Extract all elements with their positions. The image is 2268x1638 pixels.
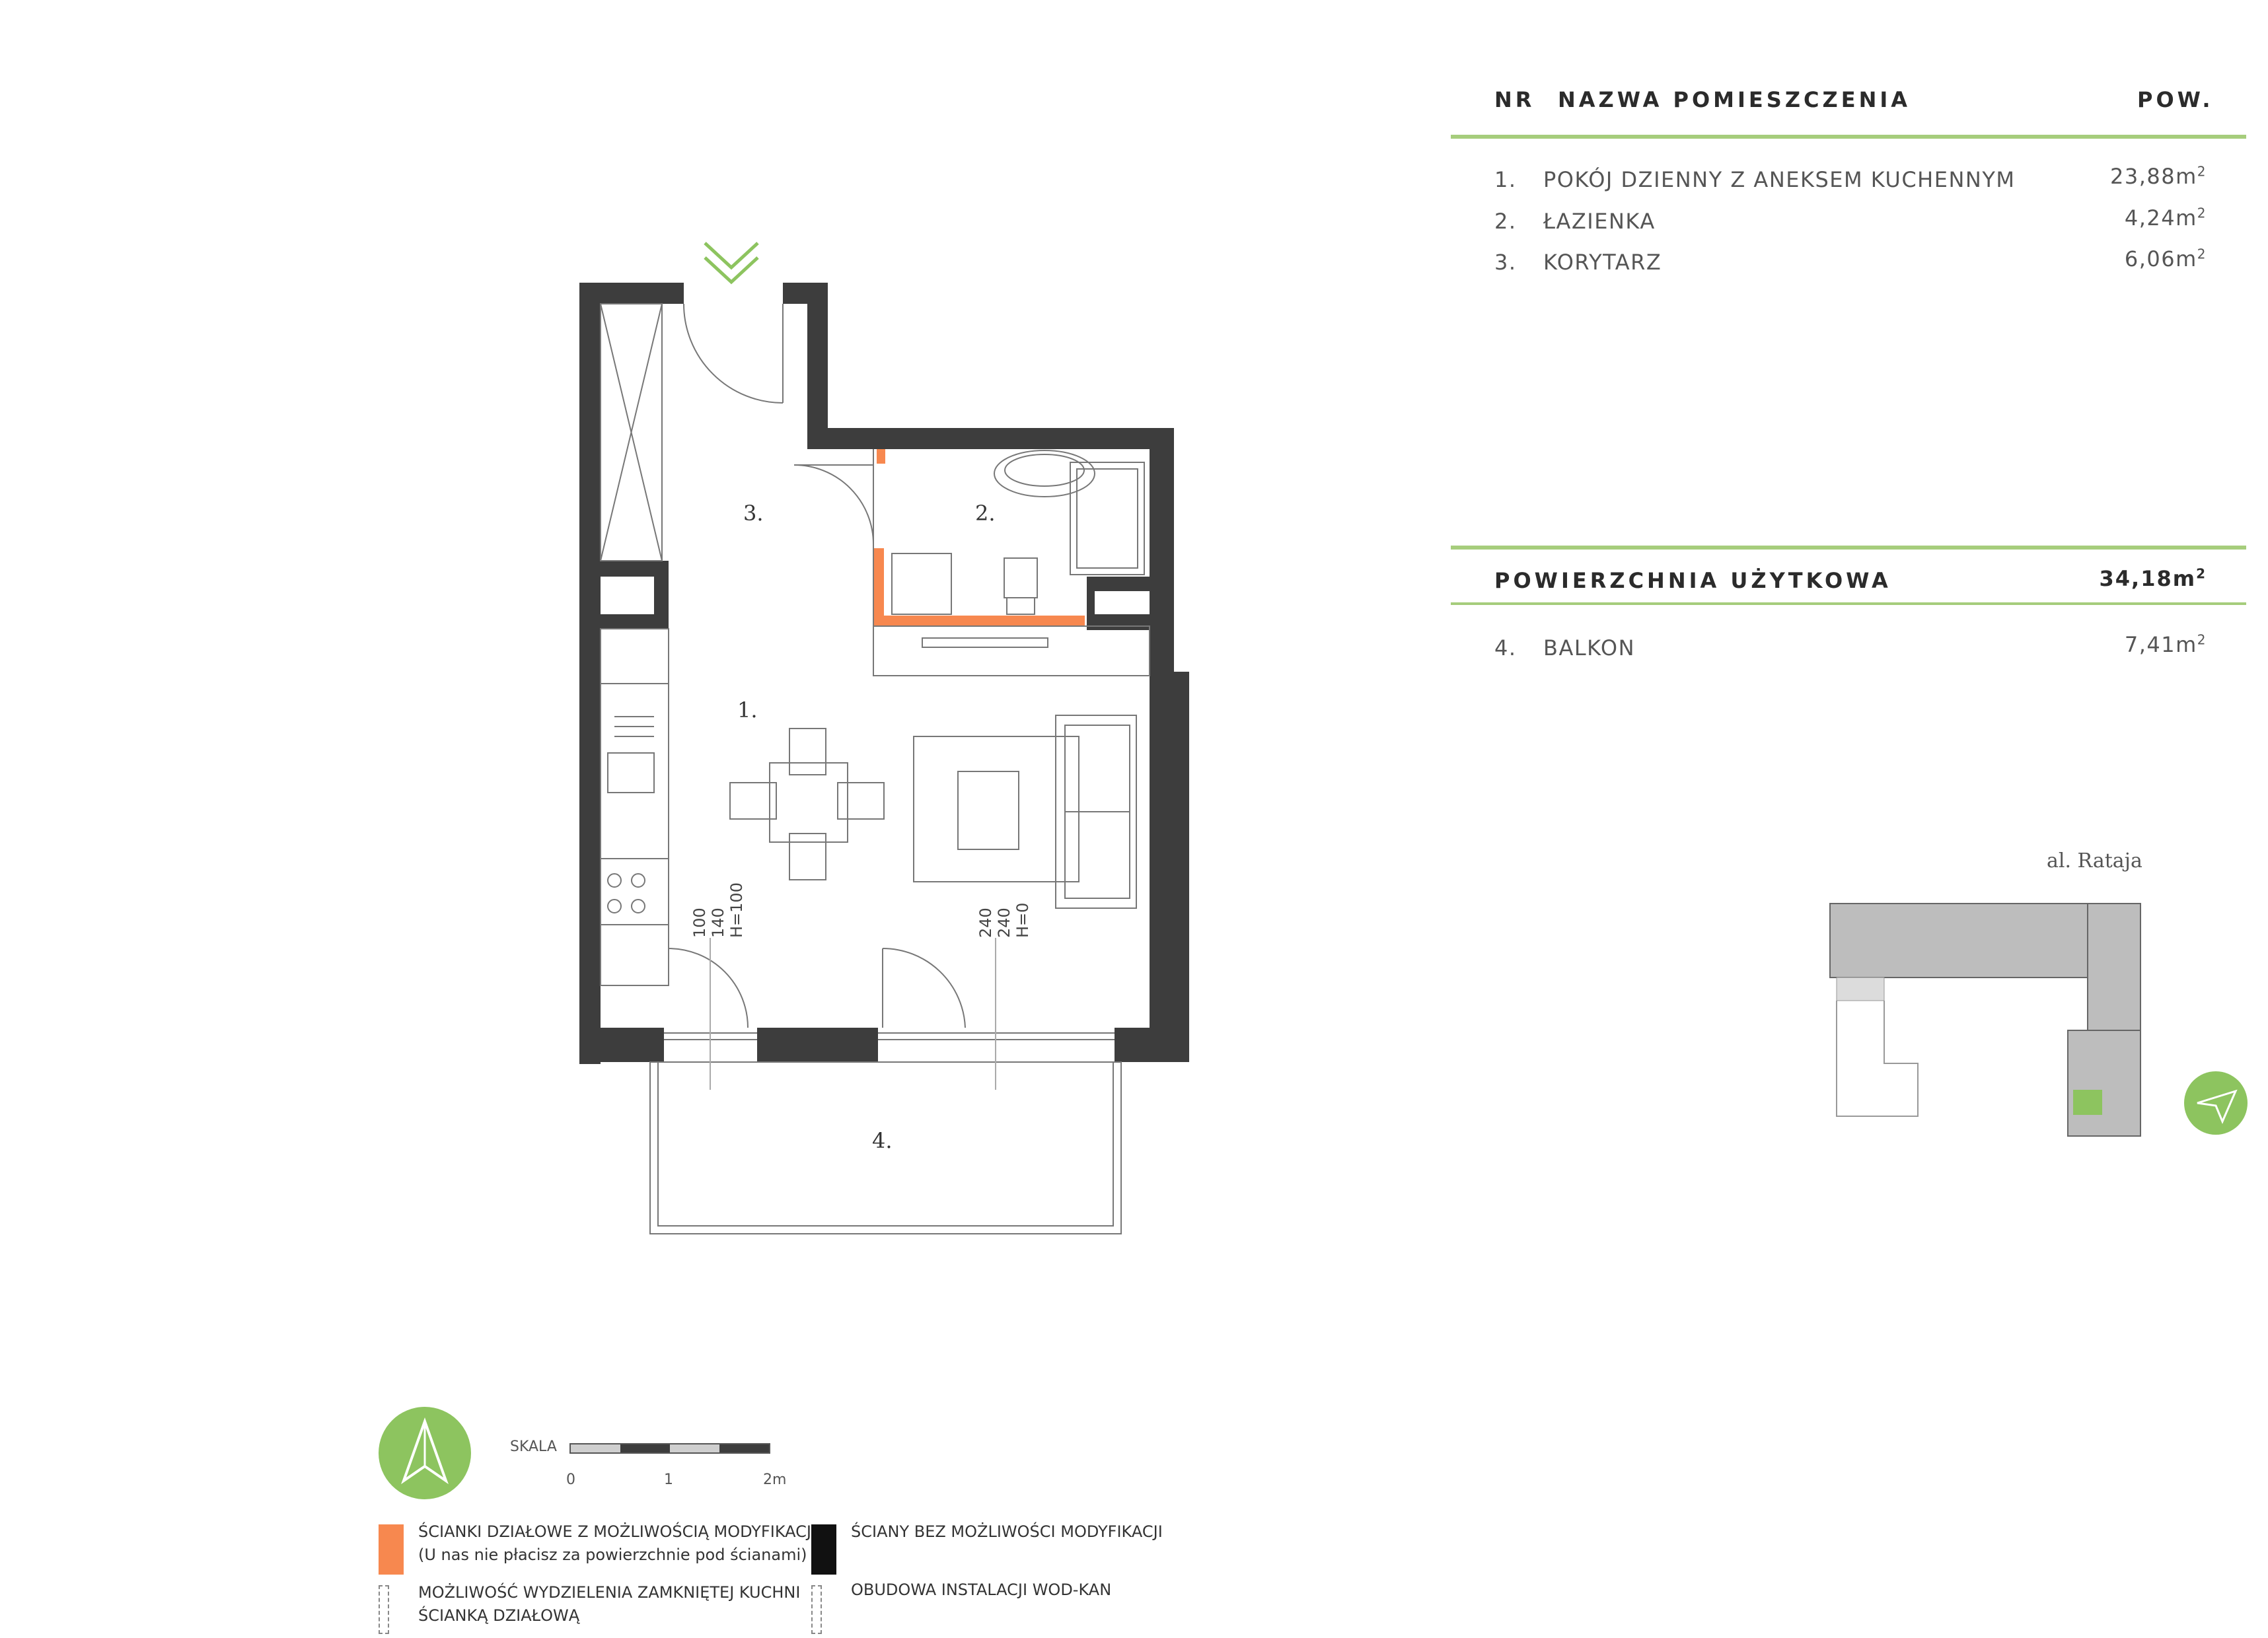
room-4-name: BALKON [1543,635,1636,660]
scale-bar [569,1443,770,1454]
scale-tick-1: 1 [664,1472,673,1488]
scale-label: SKALA [510,1439,557,1455]
north-arrow-glyph [401,1417,449,1485]
header-nr: NR [1494,87,1535,112]
entrance-chevron-icon [704,242,759,285]
header-room-name: NAZWA POMIESZCZENIA [1558,87,1911,112]
legend-swatch-dashed-kitchen [379,1585,389,1634]
legend-swatch-dashed-installation [811,1585,822,1634]
total-label: POWIERZCHNIA UŻYTKOWA [1494,568,1891,593]
room-2-name: ŁAZIENKA [1543,209,1656,234]
room-1-nr: 1. [1494,167,1517,192]
street-label: al. Rataja [2047,849,2142,872]
room-2-nr: 2. [1494,209,1517,234]
scale-tick-0: 0 [566,1472,575,1488]
orientation-arrow-icon [2184,1071,2248,1135]
total-area: 34,18m2 [2099,565,2207,591]
legend-swatch-orange [379,1524,404,1575]
structural-walls [579,283,1189,1064]
room-label-1: 1. [737,697,758,723]
room-label-2: 2. [975,501,996,526]
window-dim-2: 240 240 H=0 [976,902,1032,938]
room-1-area: 23,88m2 [2109,163,2207,189]
room-3-name: KORYTARZ [1543,250,1662,275]
room-1-name: POKÓJ DZIENNY Z ANEKSEM KUCHENNYM [1543,167,2016,192]
room-label-4: 4. [872,1128,893,1153]
modifiable-walls [873,449,1085,626]
legend-item-structural-walls: ŚCIANY BEZ MOŻLIWOŚCI MODYFIKACJI [851,1522,1163,1541]
header-rule [1451,135,2246,139]
scale-tick-2: 2m [763,1472,787,1488]
window-dim-1: 100 140 H=100 [690,882,746,938]
legend-item-kitchen-wall: MOŻLIWOŚĆ WYDZIELENIA ZAMKNIĘTEJ KUCHNI … [418,1583,801,1625]
room-4-area: 7,41m2 [2124,631,2207,657]
room-3-nr: 3. [1494,250,1517,275]
orientation-arrow-glyph [2197,1089,2238,1124]
room-4-nr: 4. [1494,635,1517,660]
north-arrow-icon [379,1407,471,1499]
site-location-map [1829,903,2141,1137]
room-label-3: 3. [743,501,764,526]
header-area: POW. [2137,87,2214,112]
total-rule-top [1451,546,2246,550]
total-rule-bottom [1451,602,2246,605]
legend-swatch-black [811,1524,836,1575]
legend-item-installation-casing: OBUDOWA INSTALACJI WOD-KAN [851,1581,1112,1599]
room-2-area: 4,24m2 [2124,205,2207,231]
legend-item-modifiable-walls: ŚCIANKI DZIAŁOWE Z MOŻLIWOŚCIĄ MODYFIKAC… [418,1522,817,1564]
interior-lines [600,303,1150,1234]
room-3-area: 6,06m2 [2124,246,2207,271]
